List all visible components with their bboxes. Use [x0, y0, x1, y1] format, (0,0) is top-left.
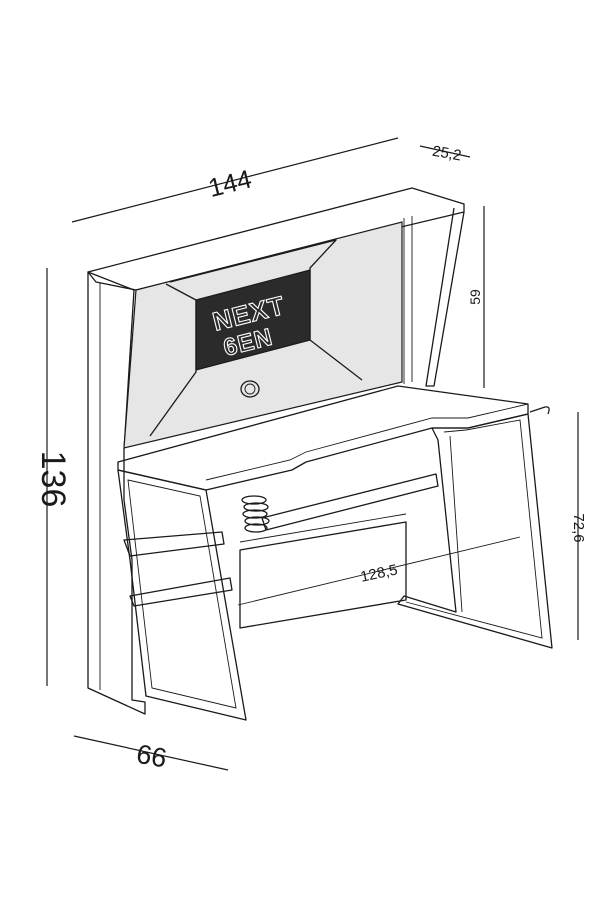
desk-top-front-edge — [205, 403, 529, 481]
front-left-leg — [117, 469, 247, 721]
middle-shelf — [261, 473, 439, 531]
hutch-height-label: 59 — [467, 289, 483, 305]
depth-top-dimension-line — [419, 145, 471, 158]
inner-width-label: 128,5 — [359, 561, 399, 585]
inner-width-dimension-line — [237, 536, 521, 606]
right-leg-frame — [397, 413, 553, 649]
front-left-leg-inner — [127, 479, 237, 709]
modesty-panel — [239, 521, 407, 629]
hutch-right-upright — [425, 207, 465, 387]
logo-plate — [195, 269, 311, 371]
cable-hole-inner — [244, 383, 256, 395]
hutch-frame-upper — [169, 239, 363, 381]
headphone-hook — [529, 406, 550, 415]
cable-spiral — [241, 495, 270, 533]
modesty-panel-top — [239, 513, 407, 543]
height-total-label: 136 — [34, 451, 72, 508]
depth-dimension-line — [73, 735, 229, 771]
right-leg-inner — [405, 419, 543, 639]
left-side-panel — [87, 271, 146, 715]
dimension-lines — [46, 137, 579, 771]
width-label: 144 — [205, 163, 254, 203]
desk-body: NEXT 6EN — [87, 187, 553, 721]
desk-height-label: 72,6 — [570, 513, 587, 542]
left-shelf-upper — [123, 531, 225, 557]
dimension-labels: 144 25,2 136 59 72,6 128,5 66 — [34, 143, 587, 774]
width-dimension-line — [71, 137, 399, 223]
depth-label: 66 — [134, 739, 169, 774]
depth-top-label: 25,2 — [431, 143, 463, 165]
cable-hole — [240, 380, 260, 398]
right-leg-post — [449, 435, 463, 613]
left-shelf-lower — [129, 577, 233, 607]
